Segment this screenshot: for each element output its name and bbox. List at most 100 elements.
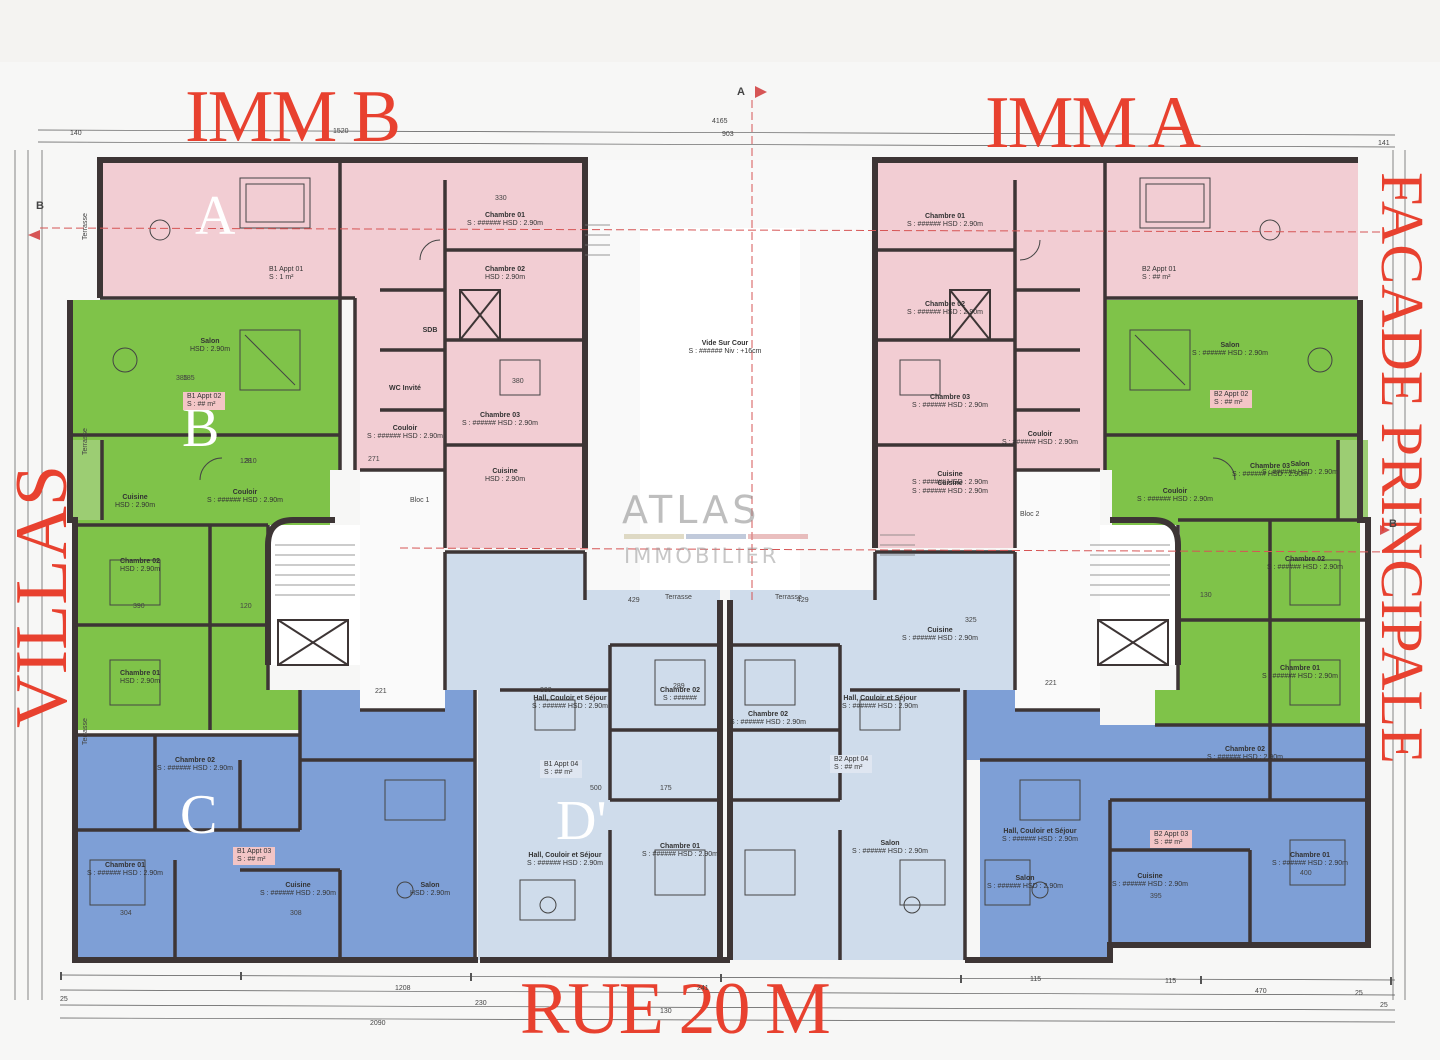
zone-label-c: C bbox=[180, 784, 218, 846]
elevators bbox=[277, 289, 1169, 666]
room-name: Chambre 02 bbox=[1224, 746, 1266, 753]
room-name: Chambre 01 bbox=[924, 213, 966, 220]
villas-label: VILLAS bbox=[1, 464, 83, 728]
room-detail: HSD : 2.90m bbox=[484, 274, 526, 281]
dimension-inner: 289 bbox=[673, 683, 685, 690]
dimension-inner: 395 bbox=[1150, 893, 1162, 900]
apartment-area: S : ## m² bbox=[834, 764, 863, 771]
dimension-inner: 400 bbox=[1300, 870, 1312, 877]
section-mark-a: A bbox=[737, 86, 745, 98]
room-detail: HSD : 2.90m bbox=[114, 502, 156, 509]
room-detail: S : ###### HSD : 2.90m bbox=[912, 402, 988, 409]
terrace-label: Terrasse bbox=[82, 718, 89, 745]
section-mark-b-right: B bbox=[1389, 518, 1397, 530]
section-a-marker bbox=[755, 86, 767, 98]
section-mark-b-left: B bbox=[36, 200, 44, 212]
room-detail: S : ###### HSD : 2.90m bbox=[642, 851, 718, 858]
room-detail: S : ###### HSD : 2.90m bbox=[1267, 564, 1343, 571]
dimension-bottom: 241 bbox=[697, 985, 709, 992]
room-detail: S : ###### bbox=[663, 695, 697, 702]
room-detail: S : ###### HSD : 2.90m bbox=[467, 220, 543, 227]
room-name: Salon bbox=[880, 840, 900, 847]
apartment-area: S : ## m² bbox=[187, 401, 216, 408]
room-name: Cuisine bbox=[122, 494, 148, 501]
room-detail: S : ###### HSD : 2.90m bbox=[907, 221, 983, 228]
room-name: Cuisine bbox=[937, 471, 963, 478]
dimension-inner: 128 bbox=[240, 458, 252, 465]
room-name: Salon bbox=[200, 338, 220, 345]
room-detail: S : ###### HSD : 2.90m bbox=[902, 635, 978, 642]
room-name: Chambre 02 bbox=[174, 757, 216, 764]
room-detail: S : ###### HSD : 2.90m bbox=[532, 703, 608, 710]
room-detail: S : ###### HSD : 2.90m bbox=[987, 883, 1063, 890]
room-detail: S : ###### HSD : 2.90m bbox=[1137, 496, 1213, 503]
room-detail: S : ###### HSD : 2.90m bbox=[1192, 350, 1268, 357]
watermark-line1: ATLAS bbox=[622, 488, 761, 532]
room-detail: HSD : 2.90m bbox=[189, 346, 231, 353]
dimension-lines bbox=[14, 129, 1406, 1023]
zone-d-left bbox=[445, 552, 720, 960]
apartment-name: B1 Appt 04 bbox=[544, 761, 579, 768]
room-detail: S : ###### HSD : 2.90m bbox=[912, 488, 988, 495]
room-name: Chambre 01 bbox=[1289, 852, 1331, 859]
zone-b-left bbox=[70, 300, 340, 730]
dimension-top: 140 bbox=[70, 130, 82, 137]
dimension-inner: 130 bbox=[1200, 592, 1212, 599]
room-detail: S : ###### HSD : 2.90m bbox=[1112, 881, 1188, 888]
dimension-bottom: 1208 bbox=[395, 985, 411, 992]
room-detail: S : ###### HSD : 2.90m bbox=[1232, 471, 1308, 478]
terrace-label: Terrasse bbox=[82, 213, 89, 240]
room-detail: S : ###### HSD : 2.90m bbox=[730, 719, 806, 726]
dimension-inner: 185 bbox=[183, 375, 195, 382]
room-name: Chambre 03 bbox=[929, 394, 971, 401]
room-name: Chambre 01 bbox=[119, 670, 161, 677]
room-name: Chambre 02 bbox=[659, 687, 701, 694]
room-name: Cuisine bbox=[927, 627, 953, 634]
dimension-top: 4165 bbox=[712, 118, 728, 125]
apartment-name: B2 Appt 03 bbox=[1154, 831, 1189, 838]
zone-label-d: D' bbox=[556, 790, 607, 852]
room-name: Hall, Couloir et Séjour bbox=[1003, 828, 1077, 835]
dimension-inner: 120 bbox=[240, 603, 252, 610]
apartment-name: B1 Appt 01 bbox=[269, 266, 304, 273]
dimension-bottom: 115 bbox=[1030, 976, 1042, 983]
apartment-area: S : ## m² bbox=[1142, 274, 1171, 281]
dimension-bottom: 115 bbox=[1165, 978, 1177, 985]
room-name: Chambre 02 bbox=[747, 711, 789, 718]
dimension-top: 1520 bbox=[333, 128, 349, 135]
dimension-inner: 304 bbox=[120, 910, 132, 917]
atlas-immobilier-watermark: ATLAS IMMOBILIER bbox=[612, 488, 826, 574]
terrace-label: Terrasse bbox=[82, 428, 89, 455]
watermark-bar-1 bbox=[624, 534, 684, 539]
watermark-bar-3 bbox=[748, 534, 808, 539]
dimension-inner: 310 bbox=[245, 458, 257, 465]
room-detail: HSD : 2.90m bbox=[119, 566, 161, 573]
section-lines bbox=[39, 100, 1401, 600]
